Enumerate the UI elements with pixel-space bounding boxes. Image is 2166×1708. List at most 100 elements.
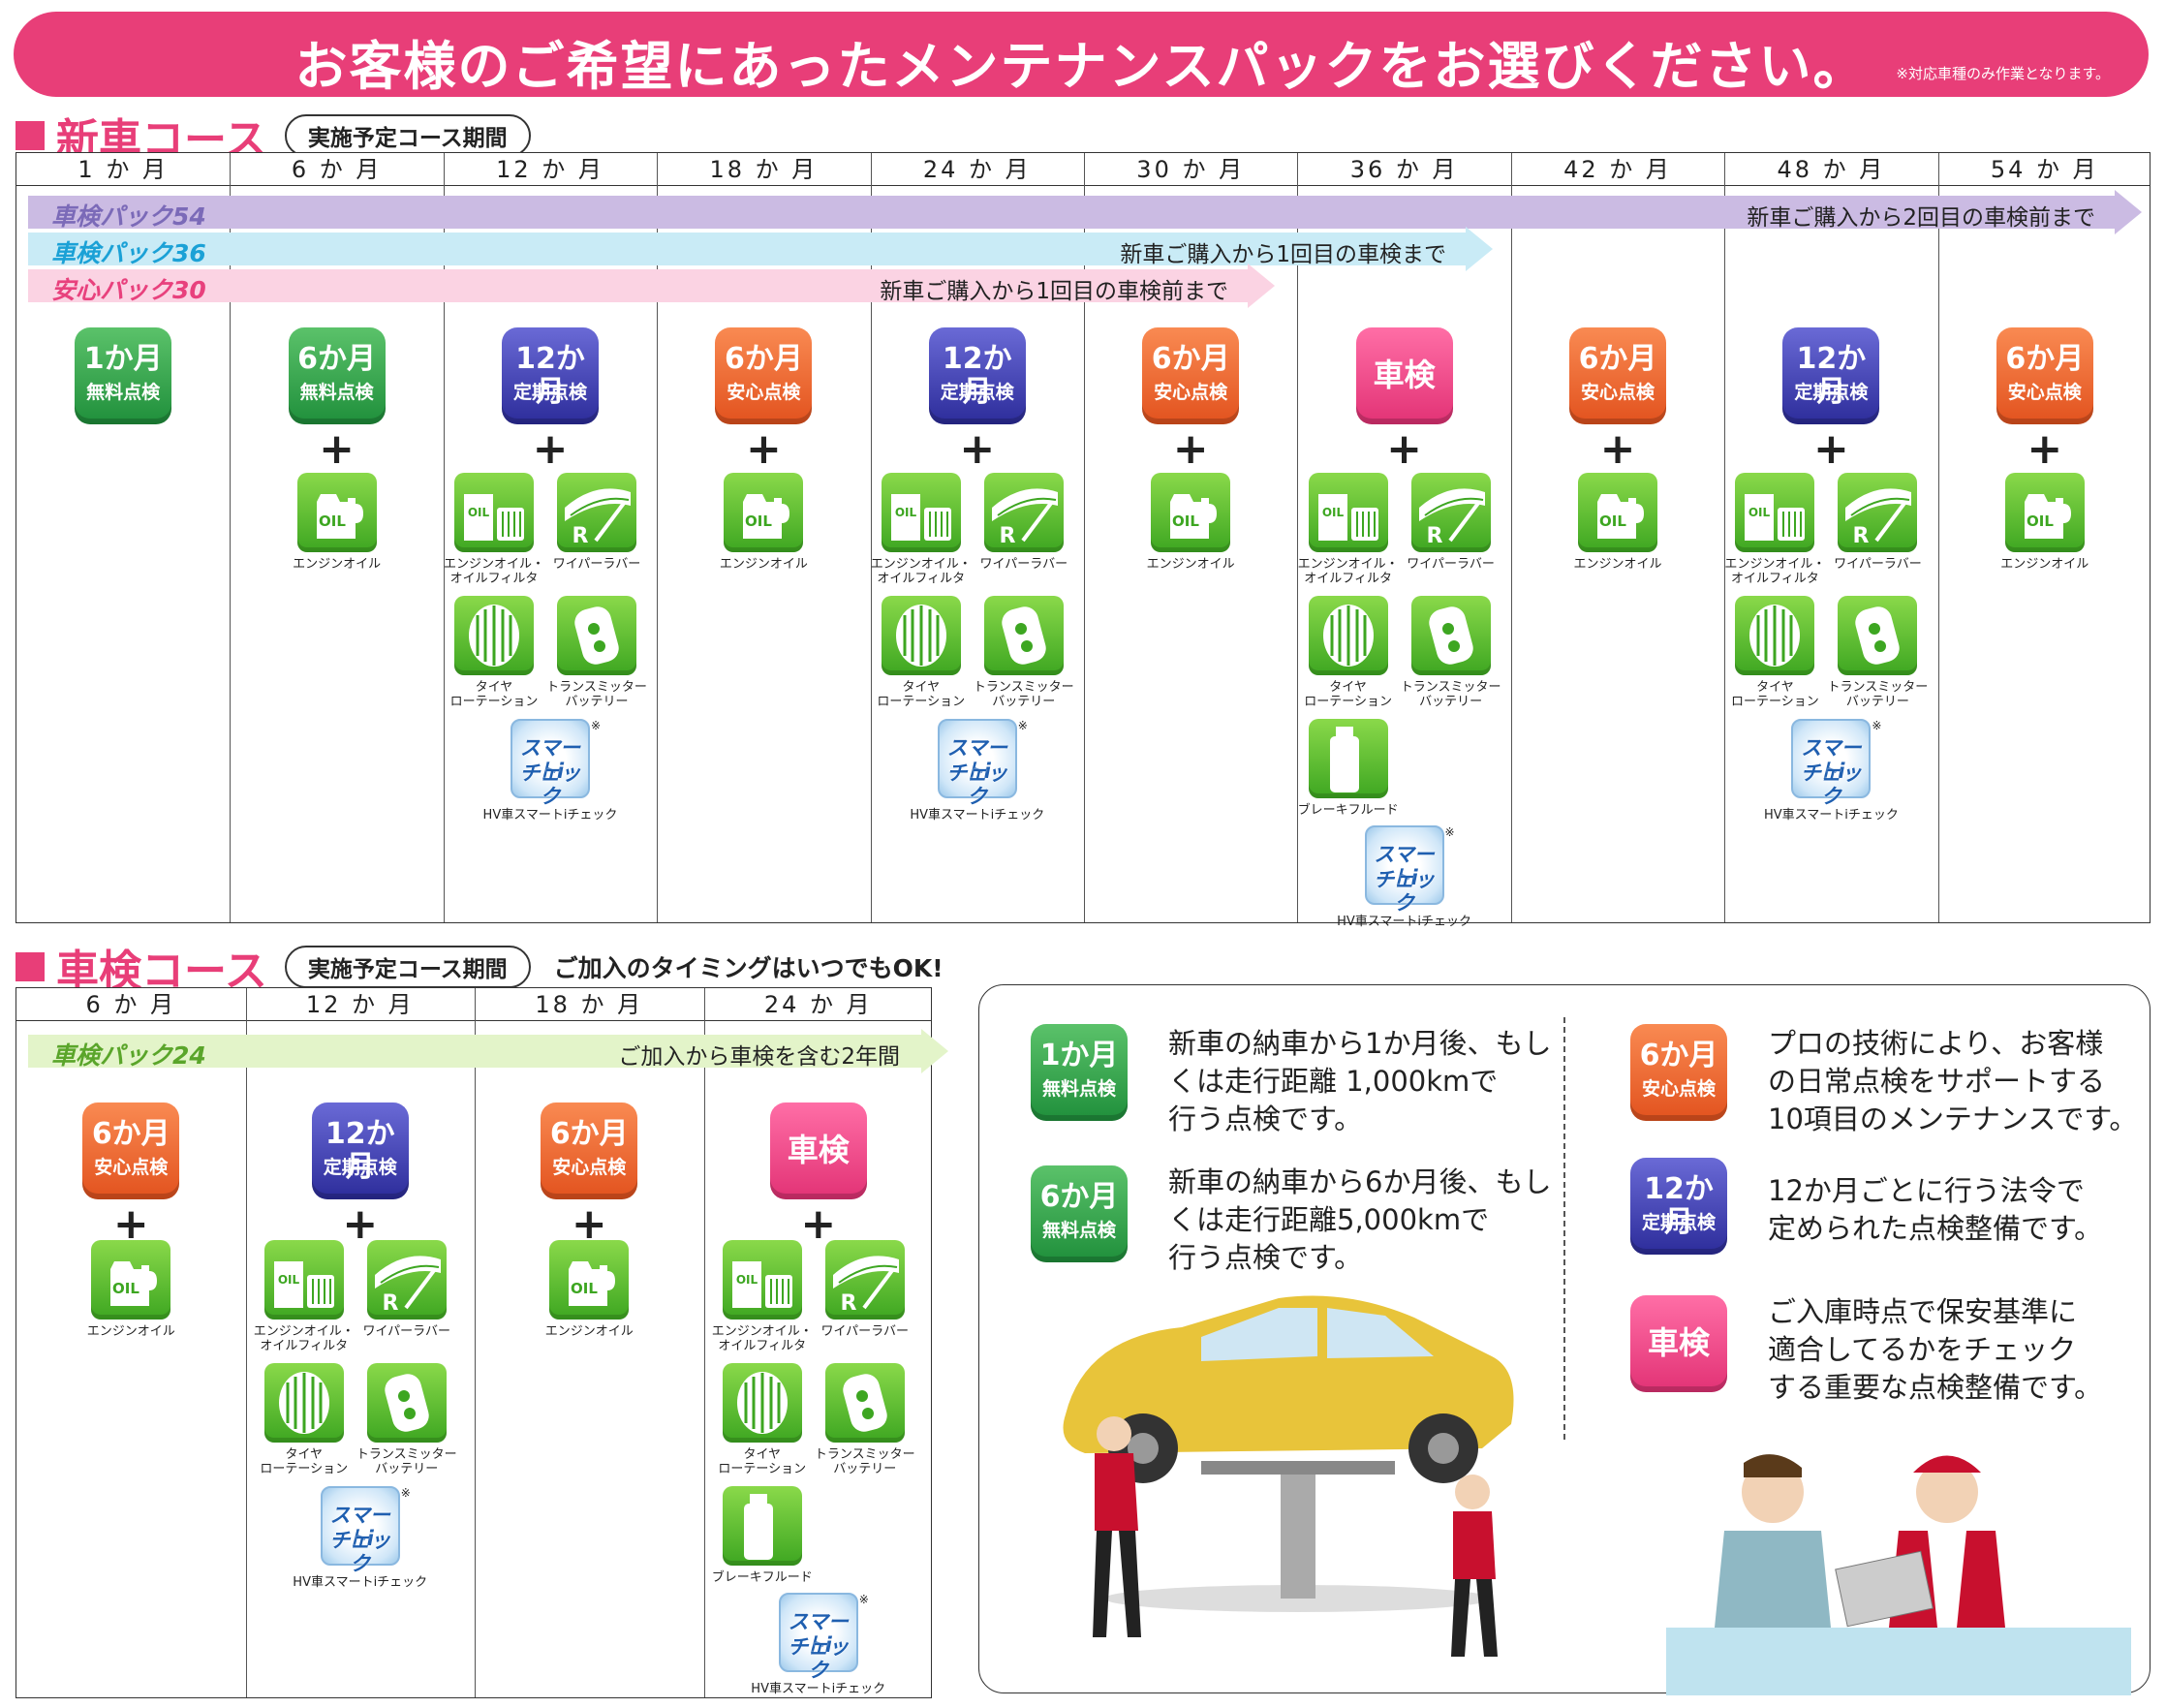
tire-rotation-item-caption-line: ローテーション [877,695,966,709]
inspection-badge: 6か月無料点検 [1031,1165,1128,1262]
tire-rotation-item: タイヤローテーション [1726,596,1823,709]
wiper-rubber-item-caption: ワイパーラバー [529,557,665,572]
legend-description: 新車の納車から6か月後、もしくは走行距離5,000kmで行う点検です。 [1168,1164,1551,1277]
month-header-cell: 24 か 月 [922,156,1032,183]
inspection-badge: 車検 [769,1102,867,1199]
wiper-rubber-item-caption-line: ワイパーラバー [1407,557,1495,572]
transmitter-battery-item: トランスミッターバッテリー [1401,596,1501,709]
smart-i-check-caption: HV車スマートiチェック [910,808,1045,823]
smart-check-label: チェック [1800,761,1862,808]
month-header-cell: 18 か 月 [709,156,819,183]
legend-description-line: プロの技術により、お客様 [1768,1027,2104,1060]
inspection-badge: 6か月安心点検 [1996,327,2093,424]
svg-text:R: R [382,1291,398,1316]
engine-oil-item-caption: エンジンオイル [1123,557,1258,572]
badge-sublabel: 安心点検 [2007,382,2082,403]
wiper-icon: R [366,1240,447,1320]
svg-text:R: R [1853,524,1870,548]
engine-oil-item-caption: エンジンオイル [696,557,831,572]
wiper-rubber-item: R ワイパーラバー [975,473,1072,572]
wiper-rubber-item-caption: ワイパーラバー [797,1324,933,1339]
tire-rotation-item-caption-line: ローテーション [1304,695,1392,709]
transmitter-battery-item: トランスミッターバッテリー [1828,596,1928,709]
badge-label: 1か月 [83,342,163,376]
wiper-rubber-item-caption: ワイパーラバー [956,557,1092,572]
oil-filter-item-caption: エンジンオイル・オイルフィルタ [853,557,989,586]
wiper-icon: R [1838,473,1918,552]
key-icon [824,1363,905,1443]
svg-text:OIL: OIL [745,512,772,530]
asterisk-mark: ※ [400,1486,411,1500]
engine-oil-item: OIL エンジンオイル [715,473,812,572]
column-divider [1724,153,1726,922]
tire-rotation-item-caption-line: タイヤ [285,1447,324,1462]
inspection-badge: 6か月安心点検 [82,1102,180,1199]
wiper-rubber-item-caption-line: ワイパーラバー [979,557,1068,572]
legend-description-line: くは走行距離 1,000kmで [1168,1065,1499,1098]
tire-rotation-item-caption-line: ローテーション [718,1462,807,1476]
transmitter-battery-item-caption-line: バッテリー [833,1462,897,1476]
oil-filter-item-caption: エンジンオイル・オイルフィルタ [1707,557,1842,586]
badge-sublabel: 無料点検 [1041,1220,1116,1241]
engine-oil-item-caption-line: エンジンオイル [719,557,808,572]
transmitter-battery-item: トランスミッターバッテリー [974,596,1074,709]
tire-rotation-item-caption-line: ローテーション [260,1462,349,1476]
inspection-badge: 12か月定期点検 [502,327,599,424]
tire-icon [1308,596,1388,675]
badge-label: 6か月 [1639,1039,1718,1072]
svg-text:OIL: OIL [468,506,490,519]
badge-label: 12か月 [942,342,1012,409]
oil-filter-item-caption-line: オイルフィルタ [1304,572,1392,586]
column-divider [245,988,247,1697]
oil-icon: OIL [1151,473,1231,552]
arrow-head [921,1029,948,1073]
engine-oil-item-caption-line: エンジンオイル [2000,557,2089,572]
plus-sign: + [1386,424,1423,474]
oil-filter-item-caption-line: エンジンオイル・ [443,557,544,572]
svg-text:R: R [840,1291,856,1316]
key-icon [1838,596,1918,675]
column-divider [443,153,445,922]
badge-sublabel: 安心点検 [1154,382,1228,403]
column-divider [870,153,872,922]
inspection-badge: 12か月定期点検 [1782,327,1880,424]
filter-icon: OIL [1735,473,1815,552]
badge-sublabel: 定期点検 [323,1157,397,1178]
tire-rotation-item-caption-line: タイヤ [902,680,941,695]
svg-text:R: R [1426,524,1442,548]
brake-icon [722,1486,802,1566]
svg-text:OIL: OIL [895,506,917,519]
plus-sign: + [800,1199,837,1249]
badge-sublabel: 無料点検 [86,382,161,403]
key-icon [983,596,1064,675]
legend-description-line: 新車の納車から1か月後、もし [1168,1027,1552,1060]
pack-name: 車検パック54 [51,202,206,231]
wiper-icon: R [1410,473,1491,552]
badge-label: 12か月 [515,342,585,409]
oil-filter-item-caption: エンジンオイル・オイルフィルタ [426,557,562,586]
legend-description-line: 適合してるかをチェック [1768,1333,2077,1366]
brake-icon [1308,719,1388,798]
tire-rotation-item-caption: タイヤローテーション [853,680,989,709]
badge-label: 6か月 [1039,1180,1119,1214]
oil-filter-item-caption-line: エンジンオイル・ [870,557,972,572]
engine-oil-item-caption-line: エンジンオイル [1146,557,1235,572]
car-lift-illustration [1063,1295,1514,1657]
wiper-icon: R [983,473,1064,552]
month-header-cell: 6 か 月 [85,991,177,1018]
tire-rotation-item-caption: タイヤローテーション [695,1447,830,1476]
